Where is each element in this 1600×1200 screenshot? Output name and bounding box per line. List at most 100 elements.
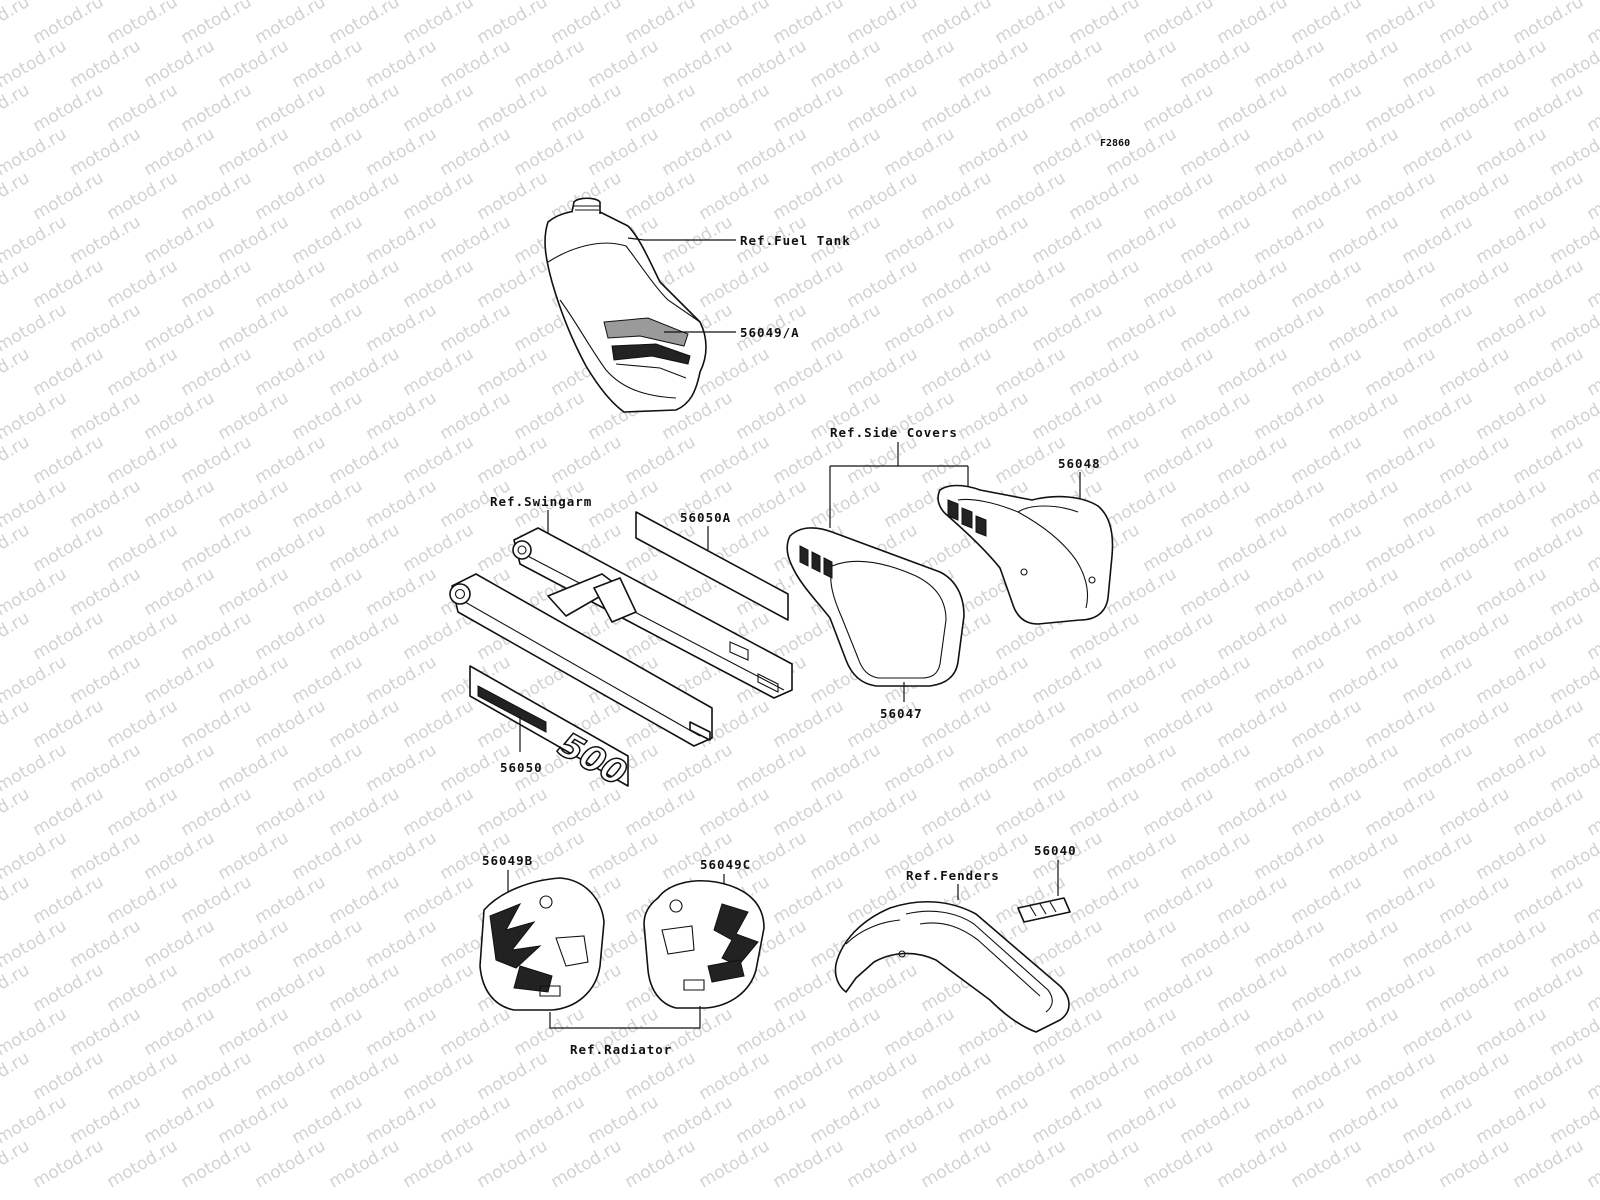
watermark-text: motod.ru bbox=[1140, 784, 1218, 840]
watermark-text: motod.ru bbox=[474, 344, 552, 400]
watermark-text: motod.ru bbox=[104, 608, 182, 664]
watermark-text: motod.ru bbox=[1177, 1004, 1255, 1060]
watermark-text: motod.ru bbox=[363, 564, 441, 620]
watermark-text: motod.ru bbox=[622, 784, 700, 840]
watermark-text: motod.ru bbox=[1584, 872, 1600, 928]
watermark-text: motod.ru bbox=[1103, 476, 1181, 532]
watermark-text: motod.ru bbox=[30, 0, 108, 48]
watermark-text: motod.ru bbox=[30, 784, 108, 840]
watermark-text: motod.ru bbox=[1473, 300, 1551, 356]
watermark-text: motod.ru bbox=[1066, 0, 1144, 48]
watermark-text: motod.ru bbox=[1362, 872, 1440, 928]
watermark-text: motod.ru bbox=[1325, 564, 1403, 620]
watermark-text: motod.ru bbox=[1436, 256, 1514, 312]
watermark-text: motod.ru bbox=[1140, 1136, 1218, 1192]
watermark-text: motod.ru bbox=[955, 1092, 1033, 1148]
watermark-text: motod.ru bbox=[696, 0, 774, 48]
watermark-text: motod.ru bbox=[622, 432, 700, 488]
watermark-text: motod.ru bbox=[1510, 344, 1588, 400]
watermark-text: motod.ru bbox=[252, 872, 330, 928]
watermark-text: motod.ru bbox=[918, 168, 996, 224]
watermark-text: motod.ru bbox=[733, 388, 811, 444]
watermark-text: motod.ru bbox=[363, 300, 441, 356]
watermark-text: motod.ru bbox=[363, 740, 441, 796]
watermark-text: motod.ru bbox=[289, 300, 367, 356]
watermark-text: motod.ru bbox=[881, 124, 959, 180]
watermark-text: motod.ru bbox=[1251, 916, 1329, 972]
watermark-text: motod.ru bbox=[1473, 388, 1551, 444]
watermark-text: motod.ru bbox=[1362, 608, 1440, 664]
watermark-text: motod.ru bbox=[770, 80, 848, 136]
watermark-text: motod.ru bbox=[363, 652, 441, 708]
watermark-text: motod.ru bbox=[178, 960, 256, 1016]
watermark-text: motod.ru bbox=[1066, 344, 1144, 400]
watermark-text: motod.ru bbox=[807, 740, 885, 796]
watermark-text: motod.ru bbox=[289, 916, 367, 972]
watermark-text: motod.ru bbox=[659, 124, 737, 180]
watermark-text: motod.ru bbox=[844, 0, 922, 48]
watermark-text: motod.ru bbox=[215, 652, 293, 708]
watermark-text: motod.ru bbox=[1029, 388, 1107, 444]
watermark-text: motod.ru bbox=[1584, 520, 1600, 576]
watermark-text: motod.ru bbox=[844, 80, 922, 136]
watermark-text: motod.ru bbox=[67, 916, 145, 972]
watermark-text: motod.ru bbox=[400, 520, 478, 576]
watermark-text: motod.ru bbox=[252, 960, 330, 1016]
watermark-text: motod.ru bbox=[289, 564, 367, 620]
watermark-text: motod.ru bbox=[289, 212, 367, 268]
watermark-text: motod.ru bbox=[1473, 1004, 1551, 1060]
watermark-text: motod.ru bbox=[104, 432, 182, 488]
watermark-text: motod.ru bbox=[437, 300, 515, 356]
watermark-text: motod.ru bbox=[696, 1136, 774, 1192]
watermark-text: motod.ru bbox=[1066, 696, 1144, 752]
watermark-text: motod.ru bbox=[363, 388, 441, 444]
watermark-text: motod.ru bbox=[1362, 784, 1440, 840]
watermark-text: motod.ru bbox=[881, 740, 959, 796]
watermark-text: motod.ru bbox=[1584, 0, 1600, 48]
left-side-cover-label: 56047 bbox=[880, 706, 923, 721]
swingarm-decal-strip bbox=[635, 511, 789, 621]
watermark-text: motod.ru bbox=[400, 1048, 478, 1104]
watermark-text: motod.ru bbox=[696, 784, 774, 840]
watermark-text: motod.ru bbox=[1214, 80, 1292, 136]
watermark-text: motod.ru bbox=[1473, 36, 1551, 92]
watermark-text: motod.ru bbox=[1214, 256, 1292, 312]
watermark-text: motod.ru bbox=[1399, 1004, 1477, 1060]
watermark-text: motod.ru bbox=[1510, 168, 1588, 224]
watermark-text: motod.ru bbox=[1362, 0, 1440, 48]
watermark-text: motod.ru bbox=[289, 1092, 367, 1148]
watermark-text: motod.ru bbox=[104, 1136, 182, 1192]
watermark-text: motod.ru bbox=[622, 168, 700, 224]
watermark-text: motod.ru bbox=[252, 0, 330, 48]
watermark-text: motod.ru bbox=[770, 1136, 848, 1192]
watermark-text: motod.ru bbox=[104, 872, 182, 928]
watermark-text: motod.ru bbox=[326, 168, 404, 224]
fuel-tank bbox=[544, 197, 707, 413]
watermark-text: motod.ru bbox=[326, 344, 404, 400]
watermark-text: motod.ru bbox=[30, 256, 108, 312]
watermark-text: motod.ru bbox=[511, 388, 589, 444]
watermark-text: motod.ru bbox=[67, 300, 145, 356]
watermark-text: motod.ru bbox=[1510, 608, 1588, 664]
watermark-text: motod.ru bbox=[1140, 1048, 1218, 1104]
watermark-text: motod.ru bbox=[215, 1092, 293, 1148]
watermark-text: motod.ru bbox=[104, 1048, 182, 1104]
watermark-text: motod.ru bbox=[1140, 520, 1218, 576]
watermark-text: motod.ru bbox=[659, 1092, 737, 1148]
watermark-text: motod.ru bbox=[178, 696, 256, 752]
watermark-text: motod.ru bbox=[1436, 1136, 1514, 1192]
watermark-text: motod.ru bbox=[511, 124, 589, 180]
watermark-text: motod.ru bbox=[1029, 1092, 1107, 1148]
watermark-text: motod.ru bbox=[1325, 652, 1403, 708]
watermark-text: motod.ru bbox=[104, 80, 182, 136]
watermark-text: motod.ru bbox=[252, 696, 330, 752]
watermark-text: motod.ru bbox=[1029, 300, 1107, 356]
watermark-text: motod.ru bbox=[1288, 0, 1366, 48]
watermark-text: motod.ru bbox=[1436, 80, 1514, 136]
watermark-text: motod.ru bbox=[178, 1048, 256, 1104]
watermark-text: motod.ru bbox=[141, 388, 219, 444]
watermark-text: motod.ru bbox=[918, 432, 996, 488]
watermark-text: motod.ru bbox=[67, 212, 145, 268]
watermark-text: motod.ru bbox=[1584, 960, 1600, 1016]
watermark-text: motod.ru bbox=[1214, 432, 1292, 488]
